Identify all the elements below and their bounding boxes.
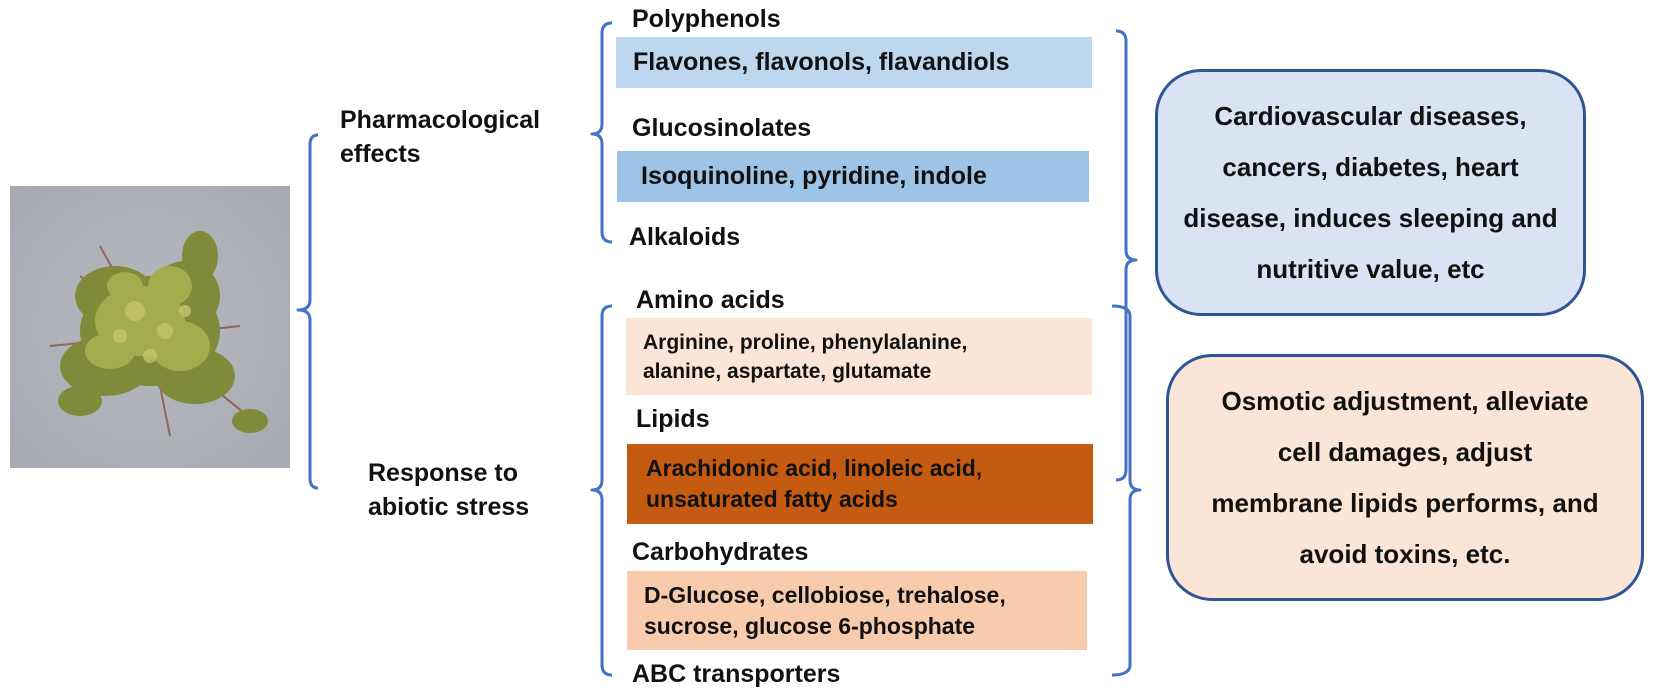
lipids-detail: Arachidonic acid, linoleic acid, unsatur… xyxy=(646,455,983,512)
plant-photo xyxy=(10,186,290,468)
carbohydrates-detail: D-Glucose, cellobiose, trehalose, sucros… xyxy=(644,581,1006,639)
plant-illustration xyxy=(10,186,290,468)
pharmacological-outcome-bracket xyxy=(1115,29,1138,482)
lipids-label: Lipids xyxy=(636,405,710,433)
glucosinolates-detail: Isoquinoline, pyridine, indole xyxy=(641,162,987,190)
carbohydrates-box: D-Glucose, cellobiose, trehalose, sucros… xyxy=(627,571,1087,650)
polyphenols-box: Flavones, flavonols, flavandiols xyxy=(616,37,1092,88)
amino-acids-detail: Arginine, proline, phenylalanine, alanin… xyxy=(643,330,968,383)
abiotic-outcome-text: Osmotic adjustment, alleviate cell damag… xyxy=(1211,385,1599,569)
glucosinolates-box: Isoquinoline, pyridine, indole xyxy=(617,151,1089,202)
polyphenols-detail: Flavones, flavonols, flavandiols xyxy=(633,48,1010,76)
abiotic-outcome-bracket xyxy=(1111,304,1142,677)
polyphenols-label: Polyphenols xyxy=(632,5,781,33)
pharmacological-outcome-box: Cardiovascular diseases, cancers, diabet… xyxy=(1155,69,1586,316)
lipids-box: Arachidonic acid, linoleic acid, unsatur… xyxy=(627,444,1093,524)
pharmacological-outcome-text: Cardiovascular diseases, cancers, diabet… xyxy=(1183,100,1558,284)
alkaloids-label: Alkaloids xyxy=(629,223,741,251)
amino-acids-box: Arginine, proline, phenylalanine, alanin… xyxy=(626,318,1092,395)
abiotic-outcome-box: Osmotic adjustment, alleviate cell damag… xyxy=(1166,354,1644,601)
carbohydrates-label: Carbohydrates xyxy=(632,538,809,566)
abiotic-bracket xyxy=(590,304,613,677)
abc-transporters-label: ABC transporters xyxy=(632,660,841,688)
main-bracket xyxy=(296,133,319,490)
abiotic-stress-label: Response to abiotic stress xyxy=(368,459,530,521)
glucosinolates-label: Glucosinolates xyxy=(632,114,812,142)
pharmacological-bracket xyxy=(590,21,613,244)
pharmacological-effects-label: Pharmacological effects xyxy=(340,106,541,168)
amino-acids-label: Amino acids xyxy=(636,286,785,314)
